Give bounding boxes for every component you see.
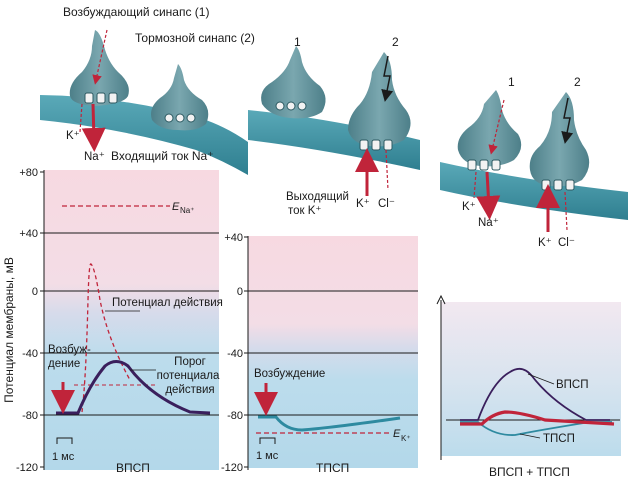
outward-current-label: Выходящий (286, 191, 349, 203)
tick-label: -40 (22, 348, 38, 360)
middle-zone-background (248, 236, 418, 468)
ipsp-curve (258, 415, 401, 432)
left-grid (44, 232, 219, 416)
threshold-label: Порог (174, 356, 206, 368)
ion-label-k: K⁺ (66, 130, 80, 142)
tick-label: +80 (19, 167, 38, 179)
panel-title-sum: ВПСП + ТПСП (489, 465, 570, 479)
ion-label-k: K⁺ (462, 201, 476, 213)
time-scale-label: 1 мс (52, 451, 75, 463)
ena-label: E (172, 201, 180, 213)
tick-label: 0 (32, 286, 38, 298)
signal-arrow-2 (381, 55, 394, 102)
epsp-leader (527, 373, 555, 385)
na-arrow (81, 103, 106, 152)
terminal-2-right (529, 92, 590, 187)
signal-arrow-right (561, 97, 574, 144)
epsp-curve (56, 360, 211, 415)
ipsp-leader (519, 433, 541, 439)
panel-title-epsp: ВПСП (116, 461, 150, 475)
inward-current-label: Входящий ток Na⁺ (111, 149, 214, 163)
threshold-label: действия (165, 384, 214, 396)
y-axis-label: Потенциал мембраны, мВ (2, 257, 16, 403)
epsp-curve-right (460, 367, 610, 421)
excitation-label: Возбуждение (254, 368, 325, 380)
action-potential-label: Потенциал действия (112, 297, 223, 309)
left-zone-background (44, 170, 219, 470)
cl-arrow (385, 149, 389, 191)
terminal-2-middle (348, 52, 411, 147)
synapse-number-1: 1 (294, 35, 301, 49)
inhibitory-synapse-label: Тормозной синапс (2) (135, 31, 255, 45)
vesicles-middle-1 (275, 101, 307, 111)
panel-title-ipsp: ТПСП (316, 461, 349, 475)
presynaptic-arrow-right (488, 99, 505, 155)
time-scale-bar (56, 437, 73, 444)
presynaptic-arrow (92, 29, 108, 85)
outward-current-label: ток K⁺ (288, 205, 322, 217)
ion-label-cl: Cl⁻ (378, 198, 395, 210)
threshold-label: потенциала (157, 370, 220, 382)
synapse-number-2: 2 (574, 75, 581, 89)
ion-label-cl: Cl⁻ (558, 237, 575, 249)
vesicles-right-2 (541, 179, 575, 191)
k-arrow-right (473, 171, 477, 199)
synapse-number-1: 1 (508, 75, 515, 89)
tick-label: +40 (224, 232, 243, 244)
inhibitory-vesicles (164, 113, 196, 123)
ek-subscript: K⁺ (401, 434, 411, 443)
ion-label-k: K⁺ (538, 237, 552, 249)
ek-label: E (393, 428, 401, 440)
excitatory-vesicles (84, 92, 118, 104)
vesicles-right-1 (467, 159, 501, 171)
right-axis-arrow (436, 294, 446, 305)
excitatory-synapse-label: Возбуждающий синапс (1) (63, 5, 209, 19)
tick-label: -80 (22, 410, 38, 422)
right-zone-background (441, 302, 621, 456)
tick-label: 0 (237, 286, 243, 298)
excitation-label: Возбуж- (48, 344, 91, 356)
tick-label: -120 (221, 462, 243, 474)
ipsp-label: ТПСП (543, 433, 575, 445)
excitation-label: дение (48, 358, 80, 370)
na-arrow-right (476, 171, 501, 220)
tick-label: -80 (227, 410, 243, 422)
time-scale-bar (259, 437, 276, 444)
middle-y-ticks (244, 236, 248, 468)
inhibitory-terminal (151, 64, 209, 131)
tick-label: -40 (227, 348, 243, 360)
sum-curve (460, 410, 615, 426)
action-potential-curve (81, 263, 131, 413)
synapse-number-2: 2 (392, 35, 399, 49)
excitatory-terminal (69, 30, 129, 106)
left-y-ticks (40, 171, 44, 468)
ion-label-na: Na⁺ (84, 151, 105, 163)
ipsp-curve-right (460, 421, 612, 436)
cl-arrow-right (564, 191, 568, 231)
time-scale-label: 1 мс (256, 450, 279, 462)
vesicles-middle-2 (359, 139, 393, 151)
ion-label-na: Na⁺ (478, 217, 499, 229)
ion-label-k: K⁺ (356, 198, 370, 210)
terminal-1-middle (261, 46, 326, 119)
tick-label: -120 (16, 462, 38, 474)
terminal-1-right (457, 90, 522, 167)
tick-label: +40 (19, 228, 38, 240)
epsp-label: ВПСП (556, 379, 589, 391)
ena-subscript: Na⁺ (180, 206, 194, 215)
